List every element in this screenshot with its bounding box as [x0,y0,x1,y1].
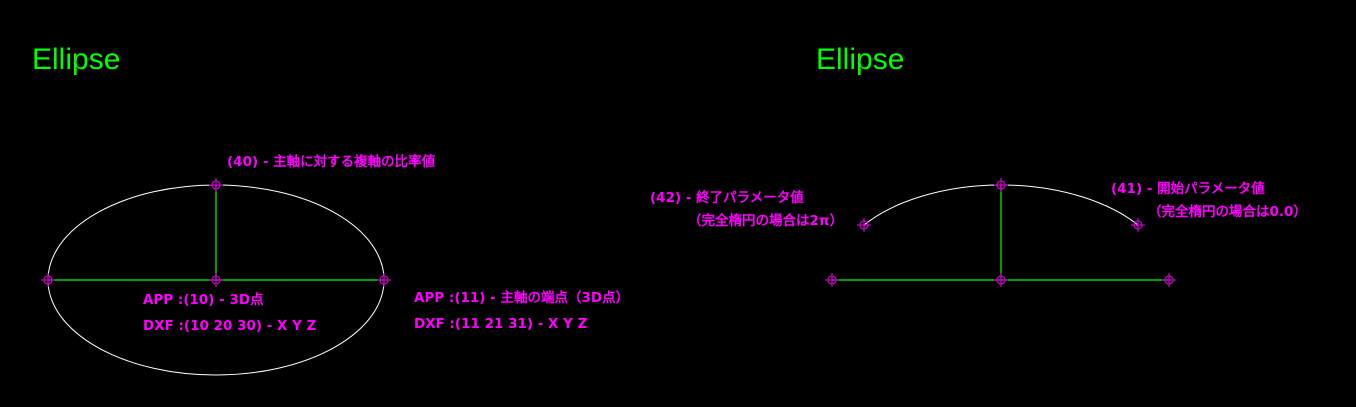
start-parameter-annotation: (41) - 開始パラメータ値 [1111,180,1265,197]
endpoint-annotation-dxf: DXF :(11 21 31) - X Y Z [414,316,588,332]
minor-axis-end-marker [208,177,224,193]
center-annotation-dxf: DXF :(10 20 30) - X Y Z [143,318,317,334]
major-axis-end-marker [376,272,392,288]
endpoint-annotation-app: APP :(11) - 主軸の端点（3D点） [414,289,629,306]
left-diagram: Ellipse (40) - 主軸に対する複軸の比率値 APP :(10) - … [32,43,629,376]
start-parameter-point-marker [1130,217,1146,233]
end-parameter-point-marker [856,217,872,233]
arc-center-point-marker [993,272,1009,288]
left-diagram-title: Ellipse [32,43,120,76]
start-parameter-note: （完全楕円の場合は0.0） [1148,203,1307,220]
arc-major-axis-start-marker [824,272,840,288]
end-parameter-note: （完全楕円の場合は2π） [688,212,843,229]
center-annotation-app: APP :(10) - 3D点 [143,291,264,308]
right-diagram: Ellipse (42) - 終了パラメータ値 （完全楕円の場合は2π） (41… [650,43,1307,288]
end-parameter-annotation: (42) - 終了パラメータ値 [650,189,804,206]
major-axis-start-marker [40,272,56,288]
ratio-annotation: (40) - 主軸に対する複軸の比率値 [227,153,436,170]
right-diagram-title: Ellipse [816,43,904,76]
center-point-marker [208,272,224,288]
arc-major-axis-end-marker [1161,272,1177,288]
arc-minor-axis-end-marker [993,177,1009,193]
